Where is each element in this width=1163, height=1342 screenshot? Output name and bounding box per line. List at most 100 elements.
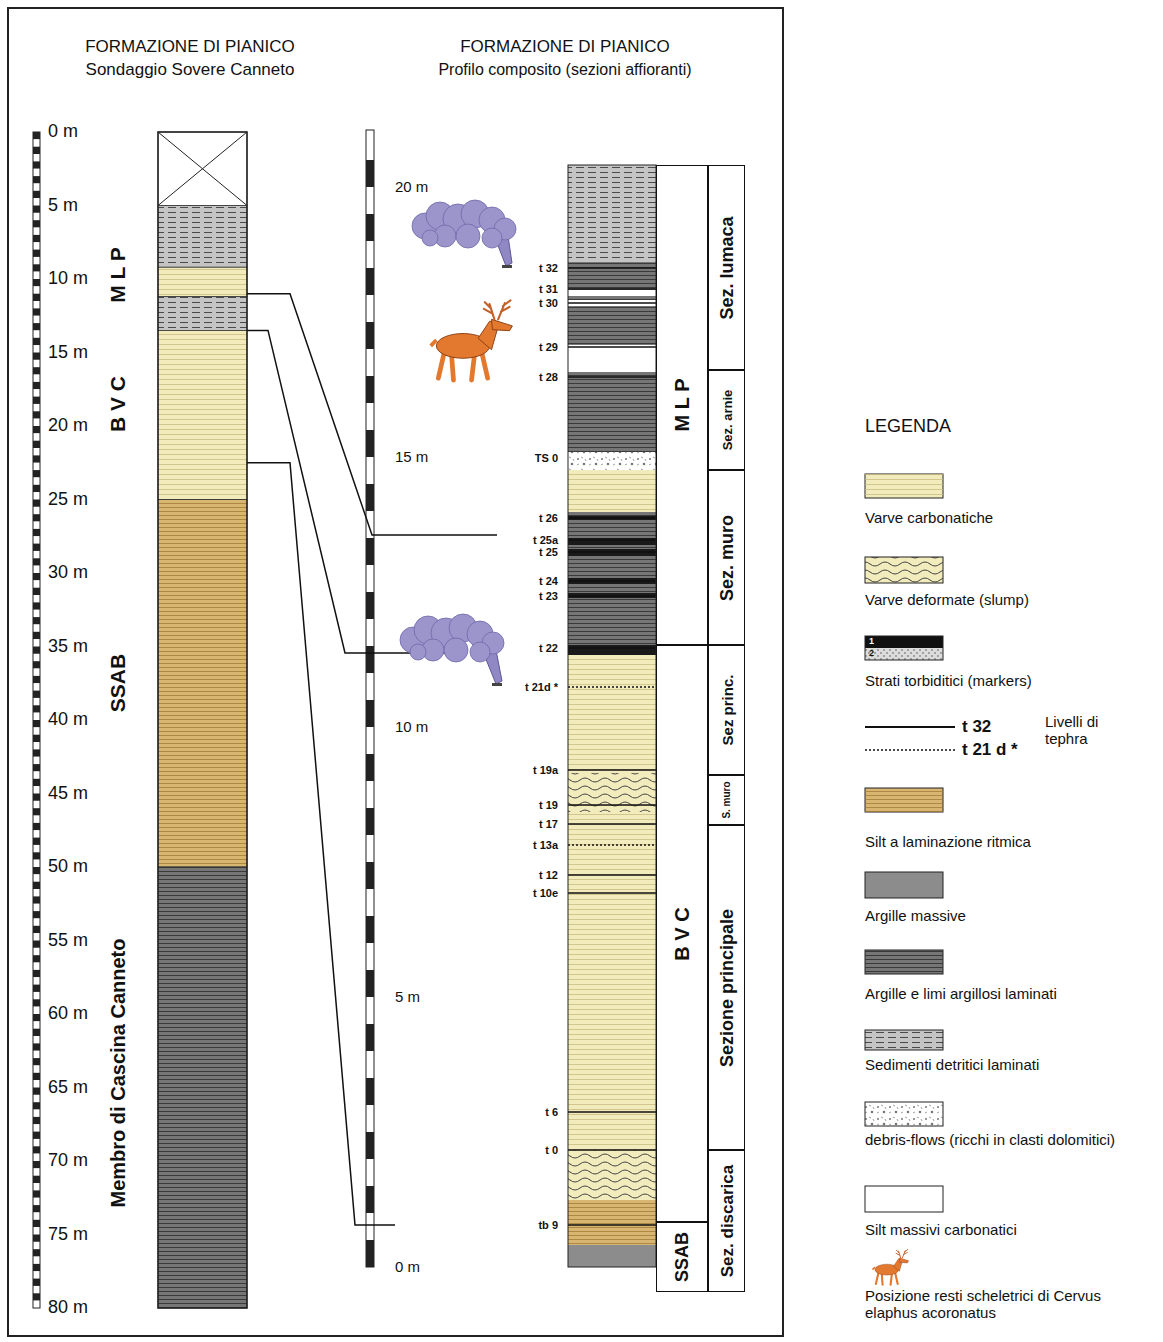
scale-tick [33, 1161, 40, 1168]
tephra-line [568, 580, 656, 581]
scale-tick [33, 1198, 40, 1205]
scale-tick [366, 862, 374, 889]
scale-tick [33, 1293, 40, 1300]
scale-tick [33, 522, 40, 529]
depth-label: 50 m [48, 857, 88, 877]
scale-outline [366, 130, 374, 1267]
tephra-label: tb 9 [538, 1219, 558, 1231]
legend-text: Varve carbonatiche [865, 509, 993, 526]
scale-tick [33, 500, 40, 507]
scale-tick [33, 705, 40, 712]
scale-tick [366, 1078, 374, 1105]
scale-tick [33, 669, 40, 676]
tephra-line [568, 1149, 656, 1150]
stratum [158, 867, 247, 1308]
scale-tick [33, 514, 40, 521]
scale-tick [366, 268, 374, 295]
scale-tick [33, 154, 40, 161]
scale-tick [366, 376, 374, 403]
scale-tick [366, 754, 374, 781]
scale-tick [33, 220, 40, 227]
scale-tick [366, 160, 374, 187]
scale-tick [33, 918, 40, 925]
unit-label: Membro di Cascina Canneto [107, 938, 129, 1207]
section-box: Sez. muro [708, 470, 745, 645]
scale-tick [33, 1132, 40, 1139]
legend-text: debris-flows (ricchi in clasti dolomitic… [865, 1131, 1115, 1148]
correlation-line [247, 294, 497, 535]
depth-label: 45 m [48, 784, 88, 804]
scale-tick [33, 330, 40, 337]
tephra-line [568, 595, 656, 596]
scale-tick [33, 852, 40, 859]
scale-tick [33, 316, 40, 323]
scale-tick [33, 661, 40, 668]
legend-sample-label: 2 [869, 649, 874, 659]
scale-tick [33, 433, 40, 440]
scale-tick [33, 338, 40, 345]
scale-tick [33, 742, 40, 749]
depth-label: 30 m [48, 563, 88, 583]
scale-tick [33, 411, 40, 418]
scale-tick [33, 882, 40, 889]
scale-tick [33, 183, 40, 190]
scale-tick [33, 874, 40, 881]
tephra-line [568, 346, 656, 347]
scale-tick [33, 867, 40, 874]
scale-tick [366, 997, 374, 1024]
scale-tick [33, 1036, 40, 1043]
scale-tick [366, 835, 374, 862]
tephra-sample [865, 749, 955, 751]
scale-tick [33, 720, 40, 727]
tephra-line [568, 874, 656, 875]
scale-tick [33, 198, 40, 205]
scale-tick [366, 1213, 374, 1240]
stratum [568, 773, 656, 812]
column-title: FORMAZIONE DI PIANICO [460, 38, 670, 57]
scale-tick [33, 213, 40, 220]
legend-swatch [865, 636, 943, 660]
stratum [568, 296, 656, 300]
scale-tick [366, 1051, 374, 1078]
scale-tick [366, 565, 374, 592]
scale-tick [33, 455, 40, 462]
scale-tick [33, 1212, 40, 1219]
swatch-texture [865, 788, 943, 812]
legend-text: Argille e limi argillosi laminati [865, 985, 1057, 1002]
scale-tick [366, 1186, 374, 1213]
scale-tick [366, 538, 374, 565]
scale-tick [33, 970, 40, 977]
legend-sample-label: t 32 [962, 718, 991, 737]
scale-tick [366, 241, 374, 268]
scale-tick [366, 322, 374, 349]
figure-frame [8, 8, 783, 1336]
scale-tick [33, 992, 40, 999]
stratum [568, 345, 656, 372]
scale-tick [33, 816, 40, 823]
scale-tick [33, 1080, 40, 1087]
stratum [568, 512, 656, 645]
scale-tick [33, 632, 40, 639]
scale-tick [33, 602, 40, 609]
scale-tick [33, 941, 40, 948]
stratum [568, 1200, 656, 1245]
stratum [568, 372, 656, 452]
eruption-plume [400, 614, 504, 686]
tephra-label: t 31 [539, 283, 558, 295]
scale-tick [33, 1235, 40, 1242]
section-name: B V C [672, 907, 692, 960]
column-outline [568, 165, 656, 1267]
legend-text: Posizione resti scheletrici di Cervus el… [865, 1287, 1153, 1322]
swatch-texture [865, 474, 943, 498]
section-name: SSAB [673, 1232, 691, 1282]
section-box: Sez. discarica [708, 1150, 745, 1292]
scale-tick [366, 133, 374, 160]
scale-tick [366, 1132, 374, 1159]
scale-tick [33, 1168, 40, 1175]
legend-text: Strati torbiditici (markers) [865, 672, 1032, 689]
scale-tick [33, 1110, 40, 1117]
scale-tick [33, 926, 40, 933]
tephra-label: t 22 [539, 642, 558, 654]
stratum [158, 500, 247, 868]
